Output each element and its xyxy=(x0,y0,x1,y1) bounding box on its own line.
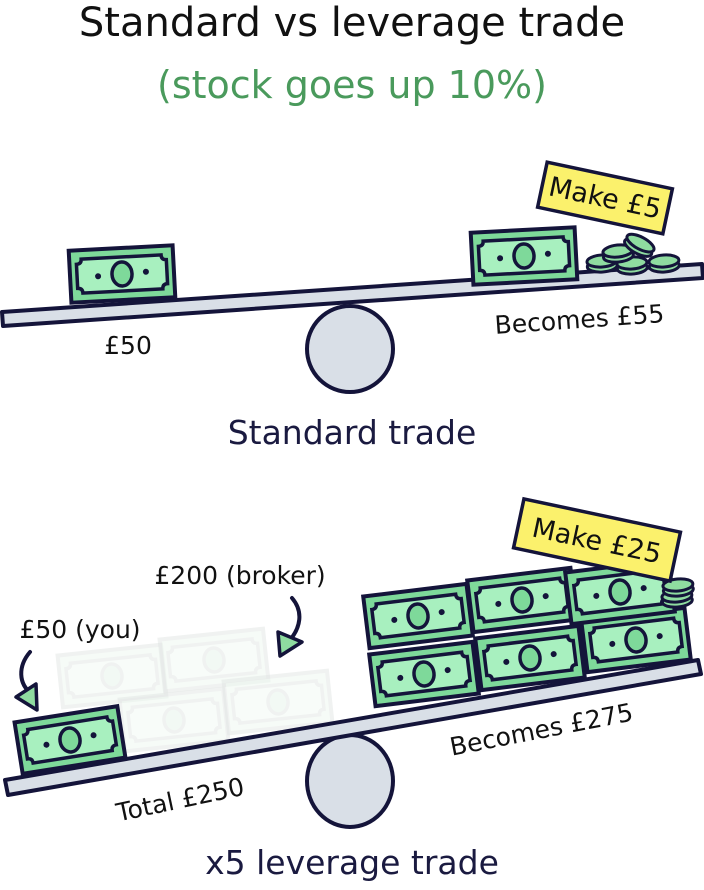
banknote-icon xyxy=(361,581,475,651)
seesaw-pivot-icon xyxy=(305,733,395,829)
seesaw-pivot-icon xyxy=(305,304,395,394)
right-amount-label: Becomes £55 xyxy=(494,299,666,340)
coin-stack-icon xyxy=(585,229,682,277)
broker-amount-label: £200 (broker) xyxy=(154,561,325,590)
left-amount-label: £50 xyxy=(104,331,152,360)
arrow-icon xyxy=(288,596,302,642)
standard-trade-caption: Standard trade xyxy=(228,413,477,452)
ghost-banknote-icon xyxy=(117,686,231,754)
banknote-icon xyxy=(473,623,587,693)
leverage-trade-scene: Make £25 £200 (broker) £50 (you) Total £… xyxy=(3,496,703,882)
banknote-icon xyxy=(465,565,579,635)
page-subtitle: (stock goes up 10%) xyxy=(157,63,547,107)
ghost-banknote-icon xyxy=(221,668,335,736)
seesaw-board xyxy=(3,658,703,797)
arrow-head-icon xyxy=(276,630,304,658)
leverage-trade-caption: x5 leverage trade xyxy=(205,843,499,882)
banknote-icon xyxy=(471,227,578,284)
total-amount-label: Total £250 xyxy=(113,772,247,828)
gain-tag: Make £5 xyxy=(535,160,675,236)
page-title: Standard vs leverage trade xyxy=(79,0,625,46)
coin-stack-icon xyxy=(659,576,696,610)
banknote-icon xyxy=(69,245,176,302)
arrow-head-icon xyxy=(14,682,39,712)
your-amount-label: £50 (you) xyxy=(19,615,140,644)
banknote-icon xyxy=(367,639,481,709)
standard-trade-scene: Make £5 £50 Becomes £55 Standard trade xyxy=(0,160,704,452)
